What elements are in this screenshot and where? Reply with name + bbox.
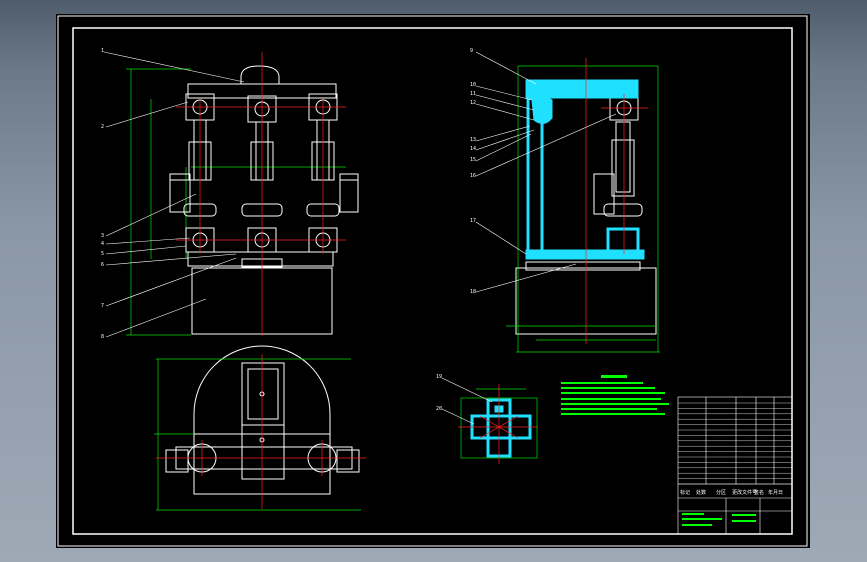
base-plate	[187, 251, 334, 267]
top-view-clamp-right	[336, 449, 360, 473]
sheet-inner-frame	[72, 27, 793, 535]
tech-notes	[561, 375, 669, 415]
balloon-side-view-9: 17	[470, 218, 476, 224]
side-view-column	[615, 121, 631, 193]
balloon-side-view-10: 18	[470, 289, 476, 295]
top-view-centerlines	[156, 354, 366, 509]
tb-header-3: 更改文件号	[732, 489, 757, 496]
balloon-side-view-8: 16	[470, 173, 476, 179]
side-view-hinge	[531, 96, 553, 124]
side-view-bottom-arm	[525, 249, 645, 260]
balloon-front-view-5: 5	[101, 251, 104, 257]
title-block-header-text: 标记 处数 分区 更改文件号 签名 年月日	[680, 489, 783, 496]
balloon-detail-view-2: 20	[436, 406, 442, 412]
tech-notes-title	[601, 375, 627, 378]
detail-view	[441, 377, 538, 464]
balloon-front-view-2: 2	[101, 124, 104, 130]
tb-header-1: 处数	[696, 489, 706, 496]
tb-header-0: 标记	[680, 489, 690, 496]
side-view-cylinder	[611, 139, 635, 197]
balloon-front-view-1: 1	[101, 48, 104, 54]
balloon-front-view-6: 6	[101, 262, 104, 268]
top-view-clamp-left	[165, 449, 189, 473]
side-view-highlighted-frame	[525, 79, 645, 260]
tb-header-5: 年月日	[768, 489, 783, 496]
side-view-dimensions	[506, 65, 660, 353]
balloon-side-view-4: 12	[470, 100, 476, 106]
front-view-leaders	[103, 51, 245, 338]
front-view-centerlines	[176, 52, 346, 336]
balloon-front-view-7: 7	[101, 303, 104, 309]
side-view-lower-bracket	[606, 227, 640, 253]
balloon-side-view-6: 14	[470, 146, 476, 152]
top-view-dimensions	[154, 358, 361, 511]
side-view-leaders	[475, 51, 617, 293]
balloon-side-view-5: 13	[470, 137, 476, 143]
side-view-flange	[603, 203, 643, 217]
side-view-base-plate	[525, 261, 641, 271]
title-block-rows	[678, 402, 792, 485]
balloon-detail-view-1: 19	[436, 374, 442, 380]
sheet-outer-border	[57, 15, 808, 547]
top-view-arc-outline	[193, 345, 331, 434]
balloon-side-view-2: 10	[470, 82, 476, 88]
motor-left	[169, 173, 191, 213]
top-handle	[240, 65, 280, 84]
balloon-side-view-7: 15	[470, 157, 476, 163]
front-view-dimensions	[126, 68, 346, 336]
side-view-centerlines	[585, 58, 648, 344]
balloon-front-view-8: 8	[101, 334, 104, 340]
balloon-side-view-3: 11	[470, 91, 476, 97]
side-view-top-arm	[525, 79, 639, 99]
balloon-side-view-1: 9	[470, 48, 473, 54]
title-block-green-text	[682, 513, 756, 526]
tb-header-2: 分区	[716, 489, 726, 496]
top-view-lower-block	[241, 424, 285, 480]
motor-right	[339, 173, 359, 213]
top-view	[165, 345, 360, 495]
cad-drawing: 标记 处数 分区 更改文件号 签名 年月日 123456789101112131…	[57, 15, 808, 547]
tb-header-4: 签名	[754, 489, 764, 496]
balloon-front-view-4: 4	[101, 241, 104, 247]
balloon-front-view-3: 3	[101, 233, 104, 239]
